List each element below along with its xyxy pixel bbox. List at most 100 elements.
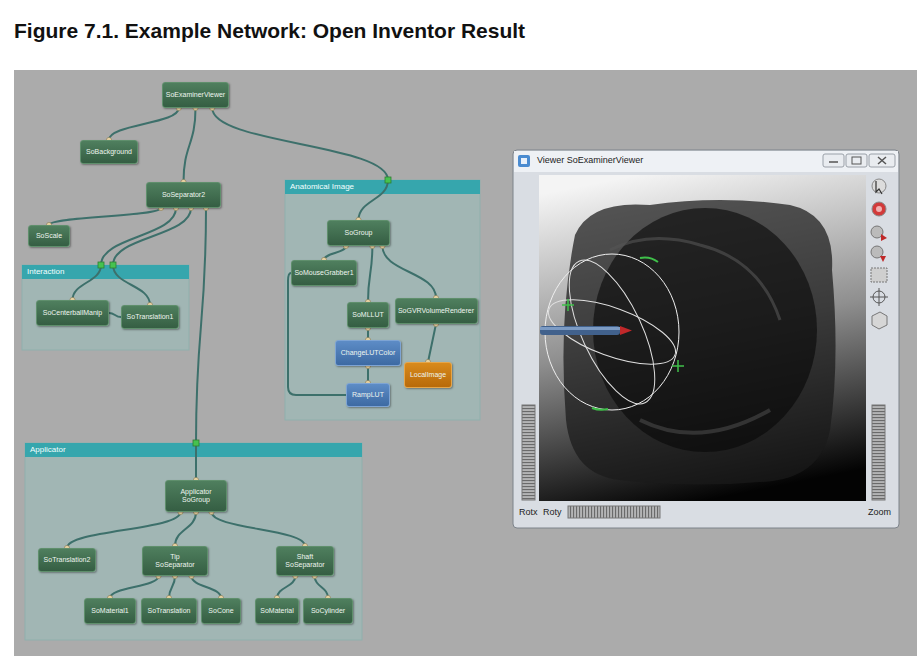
- module-name: SoMLLUT: [352, 311, 384, 319]
- drawing-part: [872, 405, 885, 500]
- module-box: SoMouseGrabber1: [291, 260, 357, 286]
- drawing-part: [876, 206, 882, 212]
- module-box: SoMaterial1: [84, 598, 136, 624]
- module-box: SoCone: [201, 598, 241, 624]
- viewer-control-label: Roty: [543, 507, 562, 518]
- drawing-part: [640, 258, 658, 263]
- drawing-part: [562, 299, 574, 311]
- module-name: SoSeparator2: [162, 191, 205, 199]
- module-box: SoCenterballManip: [36, 300, 109, 326]
- module-name: SoBackground: [86, 148, 132, 156]
- module-name: SoMouseGrabber1: [294, 269, 353, 277]
- group-port: [193, 440, 199, 446]
- group-port: [385, 177, 391, 183]
- viewer-window-frame: [513, 150, 899, 528]
- module-box: SoGVRVolumeRenderer: [395, 298, 478, 324]
- drawing-part: [541, 287, 683, 378]
- drawing-part: [518, 155, 530, 167]
- drawing-part: [568, 506, 660, 518]
- group-ground: [22, 265, 189, 350]
- connector: [315, 576, 328, 598]
- drawing-part: [640, 410, 770, 433]
- connector: [113, 208, 191, 305]
- module-name: SoMaterial: [260, 607, 293, 615]
- viewer-control-label: Zoom: [868, 507, 891, 518]
- module-box: SoGroup: [327, 220, 390, 246]
- module-box: SoCylinder: [303, 598, 353, 624]
- viewer-control-label: Rotx: [519, 507, 538, 518]
- window-title: Viewer SoExaminerViewer: [537, 155, 643, 166]
- drawing-part: [872, 312, 887, 329]
- figure-title: Figure 7.1. Example Network: Open Invent…: [14, 18, 525, 44]
- module-box: SoTranslation: [141, 598, 197, 624]
- drawing-part: [522, 405, 535, 500]
- module-name: SoTranslation2: [44, 556, 91, 564]
- module-name: SoTranslation: [148, 607, 191, 615]
- module-name: ChangeLUTColor: [341, 349, 395, 357]
- instance-name: Shaft: [297, 553, 313, 561]
- render-area: [539, 175, 866, 501]
- connector: [73, 208, 177, 300]
- drawing-part: [540, 327, 620, 330]
- connector: [192, 576, 222, 598]
- instance-name: Applicator: [180, 488, 211, 496]
- module-box: SoExaminerViewer: [162, 82, 229, 108]
- module-box: SoSeparator2: [146, 182, 221, 208]
- group-title: Interaction: [22, 265, 189, 279]
- module-name: SoSeparator: [285, 561, 324, 569]
- connector: [169, 576, 175, 598]
- drawing-part: [521, 158, 527, 164]
- drawing-part: [829, 161, 838, 163]
- module-box: SoMLLUT: [347, 302, 389, 328]
- drawing-part: [540, 326, 620, 335]
- connector: [212, 108, 388, 220]
- module-name: SoGroup: [182, 496, 210, 504]
- drawing-part: [871, 268, 887, 282]
- connector: [382, 246, 436, 298]
- connector: [109, 108, 179, 140]
- instance-name: Tip: [170, 553, 179, 561]
- module-name: LocalImage: [410, 371, 446, 379]
- module-box: SoBackground: [80, 140, 138, 164]
- drawing-part: [878, 157, 886, 164]
- connector: [212, 512, 306, 546]
- module-box: ApplicatorSoGroup: [165, 480, 227, 512]
- connector: [67, 512, 181, 548]
- module-box: SoMaterial: [255, 598, 299, 624]
- connector: [110, 576, 159, 598]
- group-port: [98, 262, 104, 268]
- connector: [324, 246, 346, 260]
- module-name: SoTranslation1: [127, 313, 174, 321]
- image-module-box: LocalImage: [404, 362, 452, 388]
- module-box: TipSoSeparator: [142, 546, 208, 576]
- connector: [109, 313, 121, 317]
- module-box: ShaftSoSeparator: [276, 546, 334, 576]
- connector: [428, 324, 436, 362]
- lut-module-box: ChangeLUTColor: [335, 340, 401, 366]
- group-port: [110, 262, 116, 268]
- drawing-part: [672, 360, 684, 372]
- drawing-part: [872, 202, 886, 216]
- lut-module-box: RampLUT: [346, 383, 390, 407]
- module-name: SoCone: [208, 607, 233, 615]
- connector: [368, 246, 372, 302]
- module-name: SoScale: [36, 232, 62, 240]
- connector: [184, 108, 196, 182]
- drawing-part: [852, 157, 861, 164]
- module-name: SoGroup: [344, 229, 372, 237]
- group-header-band: [22, 265, 189, 279]
- drawing-part: [563, 200, 835, 485]
- connector: [277, 576, 295, 598]
- module-name: SoSeparator: [155, 561, 194, 569]
- connector: [288, 273, 346, 395]
- connector: [175, 512, 196, 546]
- viewer-window: Viewer SoExaminerViewerRotx Roty Zoom: [513, 150, 899, 528]
- drawing-part: [620, 326, 632, 335]
- group-box: Anatomical ImageSoGroupSoMouseGrabber1So…: [285, 180, 480, 420]
- drawing-part: [872, 179, 886, 193]
- drawing-part: [593, 208, 817, 452]
- drawing-part: [823, 154, 844, 167]
- drawing-part: [514, 151, 898, 172]
